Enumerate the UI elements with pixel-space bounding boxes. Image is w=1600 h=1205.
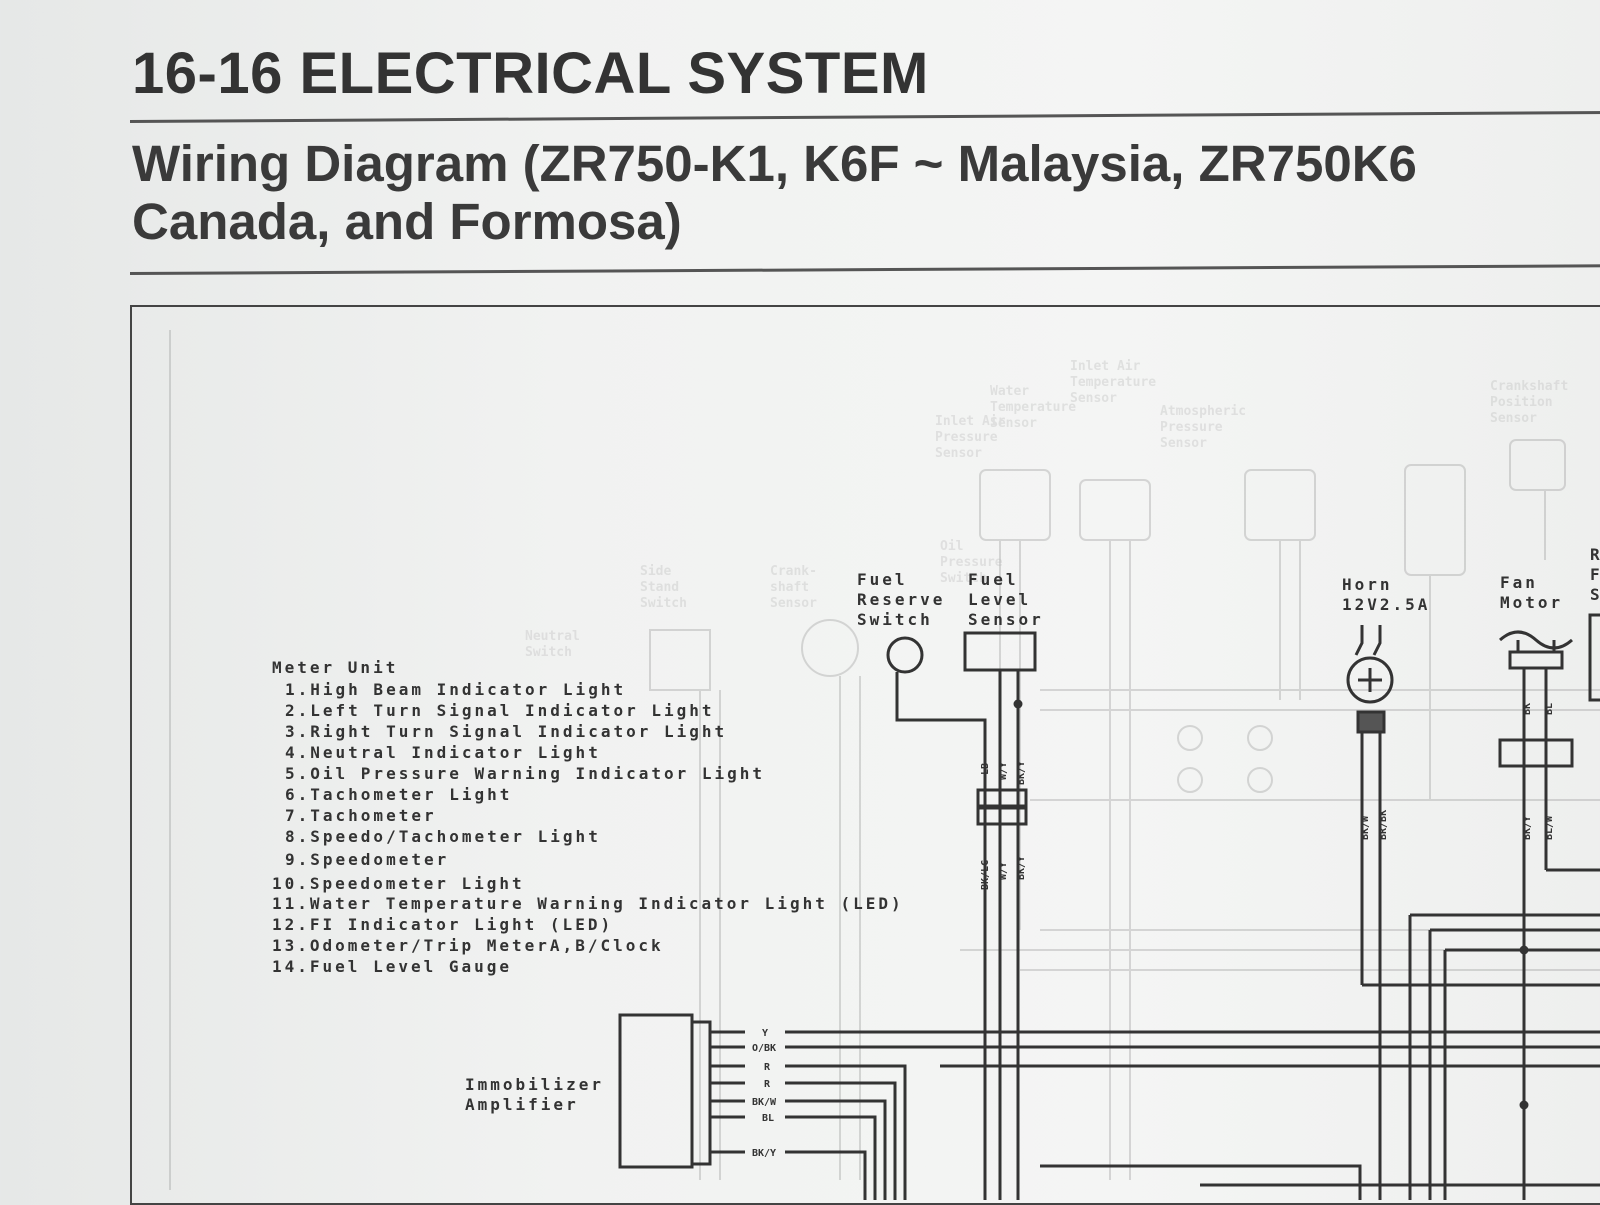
- wire-color-label: BK/LG: [980, 860, 991, 890]
- fuel-level-wire-labels: LB W/Y BK/Y BK/LG W/Y BK/Y: [980, 761, 1027, 890]
- immobilizer-wire-labels: Y O/BK R R BK/W BL BK/Y: [752, 1028, 777, 1159]
- wire-color-label: BK/Y: [752, 1148, 776, 1159]
- fuel-level-sensor-label: Fuel Level Sensor: [968, 570, 1044, 629]
- edge-component-label: R F S: [1590, 545, 1600, 604]
- meter-unit-item: 7.Tachometer: [285, 806, 437, 825]
- fan-wire-labels: BK BL BK/Y BL/W: [1522, 703, 1555, 840]
- horn-wire-labels: BK/W BR/BK: [1360, 810, 1389, 840]
- meter-unit-item: 10.Speedometer Light: [272, 874, 525, 893]
- immobilizer-wires: [785, 1030, 1600, 1200]
- meter-unit-item: 1.High Beam Indicator Light: [285, 680, 627, 699]
- wire-color-label: R: [764, 1079, 771, 1090]
- fuel-reserve-wire: [895, 672, 987, 1200]
- wire-color-label: R: [764, 1062, 771, 1073]
- meter-unit-item: 14.Fuel Level Gauge: [272, 957, 513, 976]
- meter-unit-item: 11.Water Temperature Warning Indicator L…: [272, 894, 904, 913]
- ghost-sensor-2: [1079, 479, 1151, 541]
- harness-wires-2: [1408, 913, 1600, 1200]
- ghost-sensor-4: [1404, 464, 1466, 576]
- diagram-title: Wiring Diagram (ZR750-K1, K6F ~ Malaysia…: [132, 135, 1417, 251]
- immobilizer-pins: [710, 1030, 745, 1154]
- immobilizer-connector: [690, 1020, 712, 1166]
- meter-unit-item: 3.Right Turn Signal Indicator Light: [285, 722, 728, 741]
- wire-color-label: W/Y: [998, 762, 1009, 780]
- wire-color-label: BL: [762, 1113, 774, 1124]
- wire-color-label: LB: [980, 763, 991, 775]
- ghost-indicator-4: [1247, 767, 1273, 793]
- wire-color-label: W/Y: [998, 862, 1009, 880]
- meter-unit-item: 2.Left Turn Signal Indicator Light: [285, 701, 715, 720]
- horn-label: Horn 12V2.5A: [1342, 575, 1431, 614]
- ghost-sensor-5: [1509, 439, 1566, 491]
- horn: [1346, 625, 1600, 1200]
- fan-motor-label: Fan Motor: [1500, 573, 1564, 612]
- fuel-reserve-switch-symbol: [886, 636, 924, 674]
- horn-symbol: [1346, 656, 1394, 704]
- fuel-level-connector-2: [976, 806, 1028, 826]
- harness-wires: [940, 1064, 1600, 1200]
- diagram-title-line1: Wiring Diagram (ZR750-K1, K6F ~ Malaysia…: [132, 135, 1417, 192]
- meter-unit-title: Meter Unit: [272, 658, 399, 677]
- meter-unit-item: 9.Speedometer: [285, 850, 450, 869]
- fan-motor-body: [1508, 650, 1564, 670]
- wire-color-label: BK/W: [752, 1097, 777, 1108]
- immobilizer-amplifier-label: Immobilizer Amplifier: [465, 1075, 604, 1114]
- junction-dot: [1519, 1100, 1529, 1110]
- wire-color-label: O/BK: [752, 1043, 776, 1054]
- wire-color-label: BK/W: [1360, 815, 1371, 840]
- fuel-level-sensor: [963, 631, 1037, 1200]
- meter-unit-item: 4.Neutral Indicator Light: [285, 743, 601, 762]
- wire-color-label: BK/Y: [1522, 816, 1533, 840]
- ghost-indicator-3: [1177, 767, 1203, 793]
- horn-connector: [1356, 710, 1386, 734]
- fuel-reserve-switch: [886, 636, 987, 1200]
- immobilizer-amplifier: [618, 913, 1600, 1200]
- meter-unit-item: 8.Speedo/Tachometer Light: [285, 827, 601, 846]
- fan-motor-connector: [1498, 738, 1574, 768]
- ghost-switch-1: [801, 619, 859, 677]
- junction-dot: [1013, 699, 1023, 709]
- fan-motor: [1498, 630, 1600, 1200]
- meter-unit-item: 6.Tachometer Light: [285, 785, 513, 804]
- wire-color-label: BL/W: [1544, 815, 1555, 840]
- horn-terminals: [1354, 625, 1382, 656]
- fuel-level-connector: [976, 788, 1028, 808]
- diagram-title-line2: Canada, and Formosa): [132, 193, 682, 250]
- wire-color-label: BL: [1544, 703, 1555, 715]
- fan-motor-symbol: [1499, 630, 1573, 652]
- wire-color-label: BK: [1522, 703, 1533, 715]
- immobilizer-amplifier-box: [618, 1013, 694, 1169]
- ghost-indicator-2: [1247, 725, 1273, 751]
- wire-color-label: BR/BK: [1378, 810, 1389, 840]
- meter-unit-item: 5.Oil Pressure Warning Indicator Light: [285, 764, 766, 783]
- meter-unit-item: 12.FI Indicator Light (LED): [272, 915, 614, 934]
- edge-component-box: [1588, 613, 1600, 702]
- section-header: 16-16 ELECTRICAL SYSTEM: [132, 41, 929, 106]
- wire-color-label: Y: [762, 1028, 768, 1039]
- meter-unit-item: 13.Odometer/Trip MeterA,B/Clock: [272, 936, 664, 955]
- ghost-switch-2: [649, 629, 711, 691]
- wire-color-label: BK/Y: [1016, 761, 1027, 785]
- ghost-sensor-1: [979, 469, 1051, 541]
- ghost-indicator-1: [1177, 725, 1203, 751]
- wire-color-label: BK/Y: [1016, 856, 1027, 880]
- ghost-sensor-3: [1244, 469, 1316, 541]
- fuel-reserve-switch-label: Fuel Reserve Switch: [857, 570, 946, 629]
